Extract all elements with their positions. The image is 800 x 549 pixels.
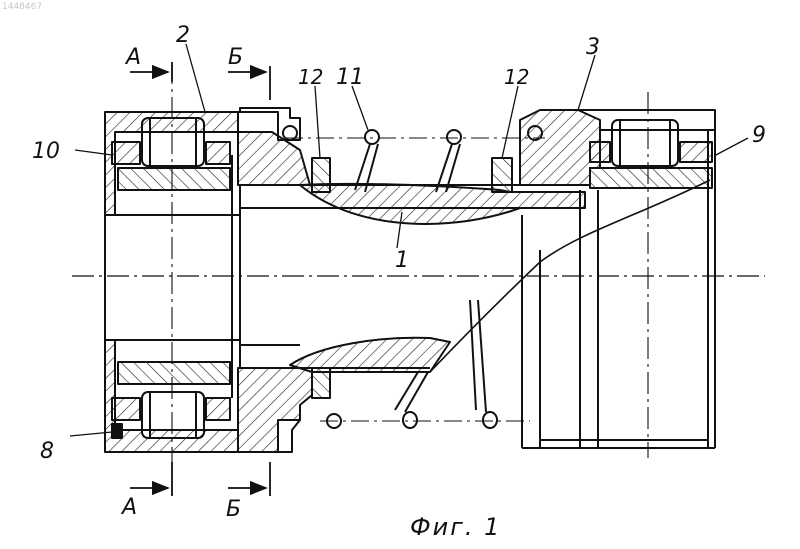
label-section-a-top: А (124, 45, 141, 70)
left-housing (105, 108, 312, 452)
label-part-12-left: 12 (298, 65, 323, 89)
drawing-lines (70, 44, 765, 496)
label-section-a-bottom: А (120, 495, 137, 520)
label-part-3: 3 (586, 35, 600, 60)
label-part-11: 11 (336, 65, 364, 90)
label-part-8: 8 (40, 439, 54, 464)
label-section-b-top: Б (228, 45, 243, 70)
label-part-9: 9 (752, 123, 766, 148)
label-part-10: 10 (32, 139, 60, 164)
figure-caption: Фиг. 1 (410, 513, 501, 541)
label-section-b-bottom: Б (226, 497, 241, 522)
label-part-2: 2 (176, 23, 190, 48)
right-housing (430, 110, 715, 448)
watermark: 1448467 (2, 2, 42, 12)
label-part-1: 1 (395, 248, 409, 273)
central-tube (240, 158, 590, 398)
label-part-12-right: 12 (504, 65, 529, 89)
